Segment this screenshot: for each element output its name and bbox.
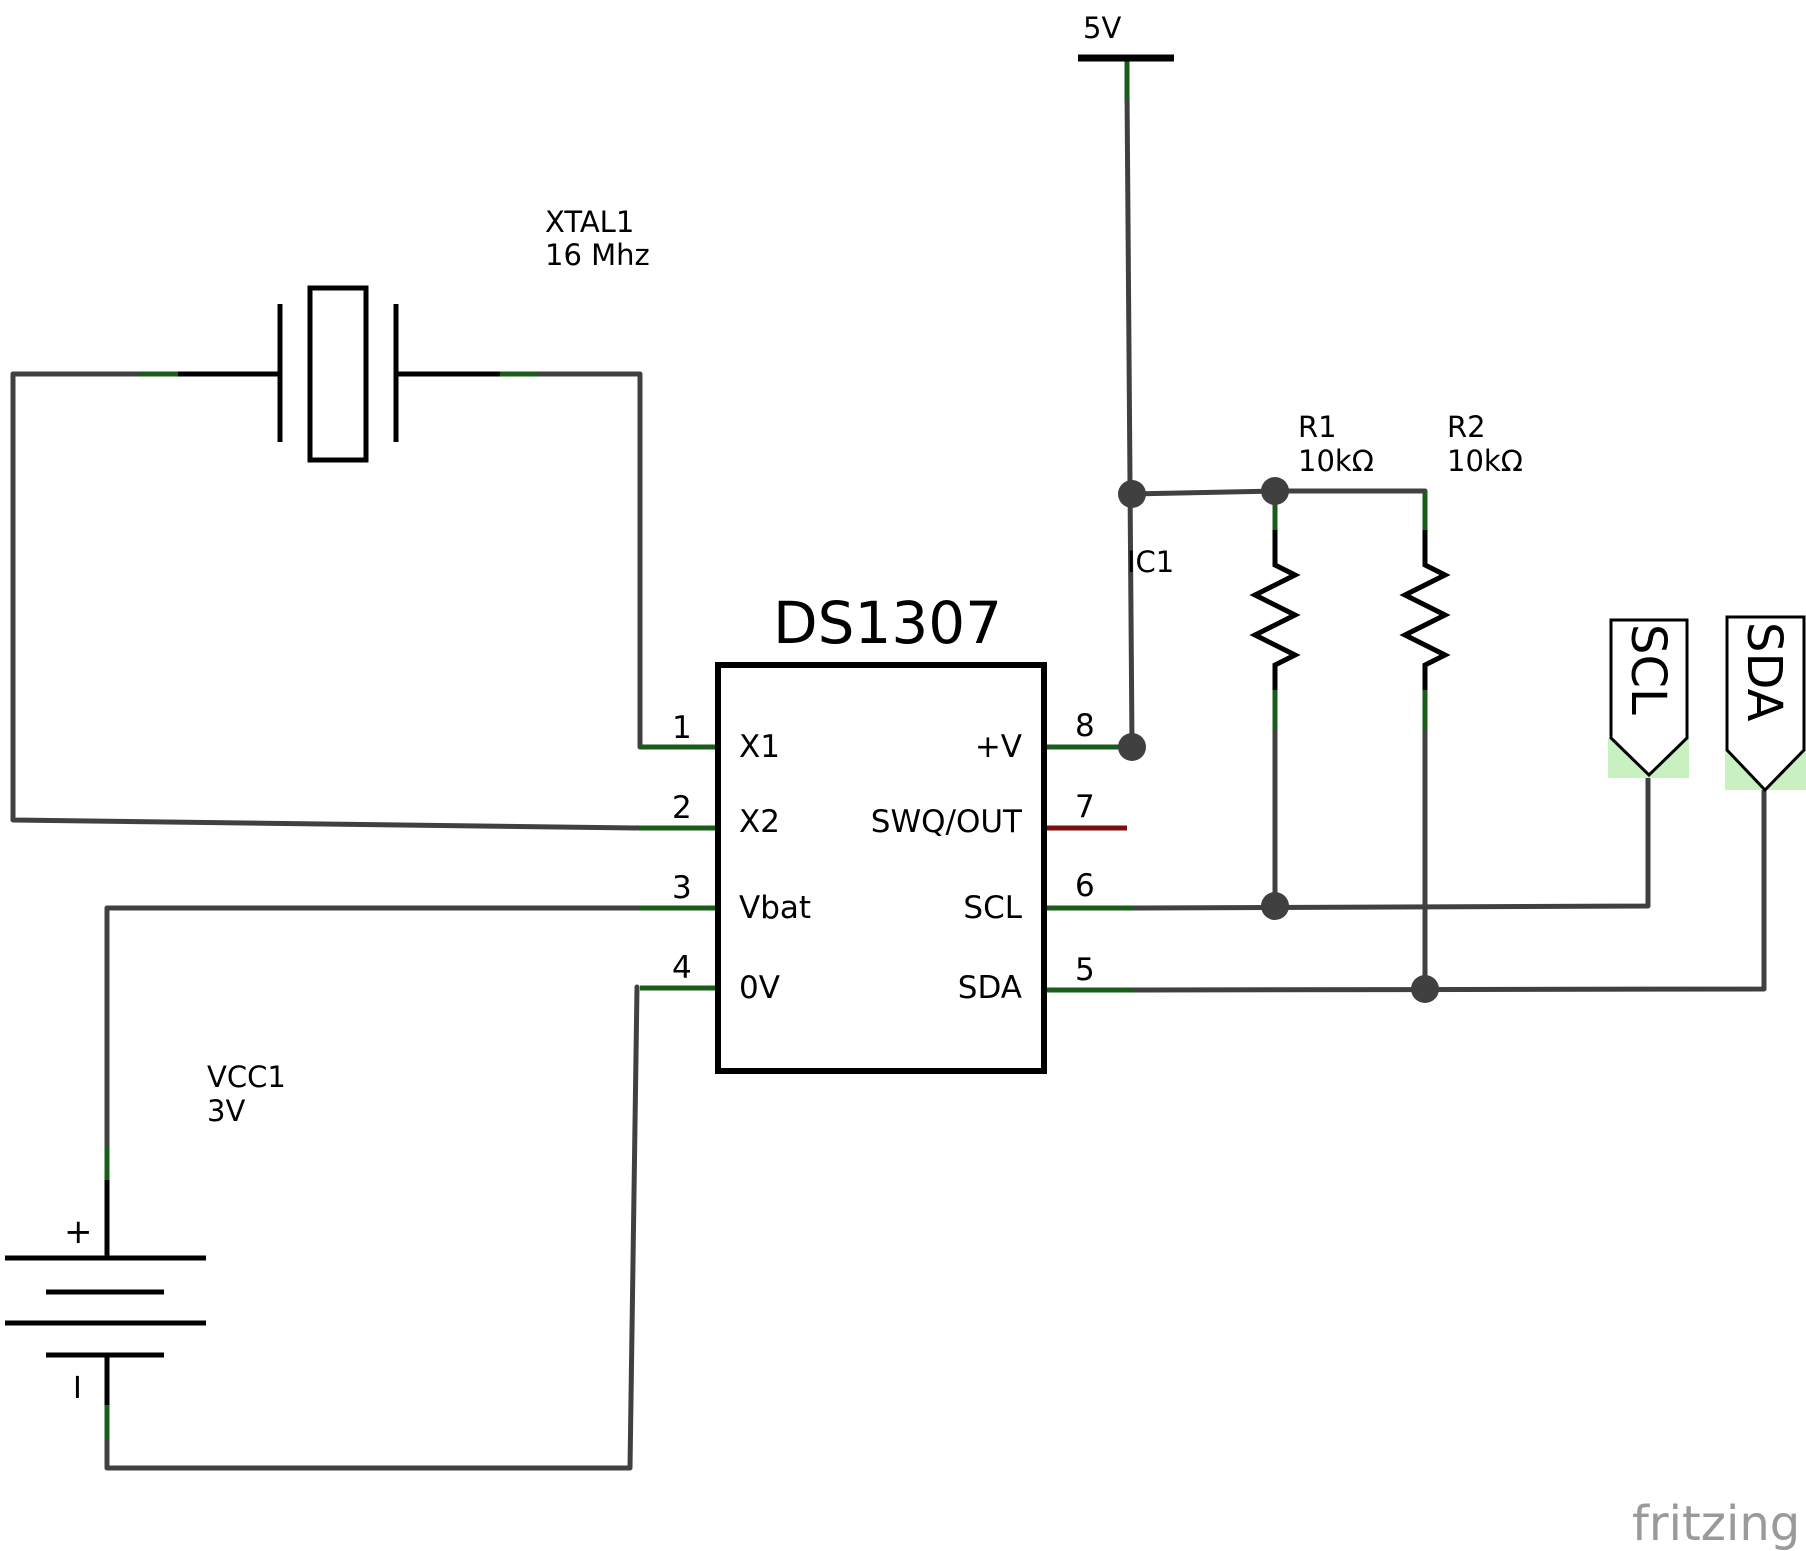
net-label-sda: SDA bbox=[1725, 615, 1806, 793]
wire-sda-net bbox=[1130, 787, 1767, 993]
pin-number: 1 bbox=[672, 710, 692, 746]
scl-flag bbox=[1609, 618, 1689, 778]
supply-5v: 5V bbox=[1078, 11, 1174, 62]
battery-minus-label: I bbox=[73, 1371, 82, 1406]
battery-value: 3V bbox=[207, 1094, 245, 1128]
sda-flag bbox=[1725, 615, 1806, 793]
battery-vcc1: + I VCC1 3V bbox=[5, 1060, 286, 1406]
net-label-scl: SCL bbox=[1608, 618, 1689, 778]
pin-stubs bbox=[104, 58, 1428, 1440]
pin-name: SCL bbox=[963, 890, 1022, 926]
sda-flag-text: SDA bbox=[1736, 622, 1792, 722]
junction-pin8 bbox=[1118, 733, 1146, 761]
junction-r1-top bbox=[1261, 477, 1289, 505]
pin-number: 2 bbox=[672, 790, 692, 826]
r2-value: 10kΩ bbox=[1447, 444, 1523, 478]
junction-scl bbox=[1261, 892, 1289, 920]
wire-5v-rail bbox=[1124, 87, 1135, 748]
pin-name: SWQ/OUT bbox=[871, 804, 1023, 840]
pin-name: X1 bbox=[739, 729, 780, 765]
pin-number: 4 bbox=[672, 950, 692, 986]
wire-scl-net bbox=[1130, 772, 1651, 911]
wires bbox=[10, 87, 1767, 1471]
ic-part-name: DS1307 bbox=[773, 589, 1002, 657]
ic-ds1307: DS1307 IC1 1 X1 2 X2 3 Vbat 4 0V 8 +V 7 … bbox=[672, 545, 1174, 1074]
junction-sda bbox=[1411, 975, 1439, 1003]
crystal-xtal1: XTAL1 16 Mhz bbox=[178, 205, 650, 463]
pin-number: 8 bbox=[1075, 708, 1095, 744]
pin-number: 7 bbox=[1075, 789, 1095, 825]
r1-value: 10kΩ bbox=[1298, 444, 1374, 478]
pin-number: 3 bbox=[672, 870, 692, 906]
wire-xtal-left bbox=[10, 371, 643, 831]
xtal-value: 16 Mhz bbox=[545, 238, 650, 272]
pin-name: Vbat bbox=[739, 890, 811, 926]
r1-ref: R1 bbox=[1298, 410, 1337, 444]
supply-label: 5V bbox=[1083, 11, 1121, 45]
xtal-ref: XTAL1 bbox=[545, 205, 634, 239]
r2-zigzag bbox=[1399, 530, 1451, 690]
pin-name: SDA bbox=[958, 970, 1022, 1006]
xtal-body bbox=[307, 285, 369, 463]
pin-name: +V bbox=[975, 729, 1022, 765]
junction-5v-bus bbox=[1118, 480, 1146, 508]
r2-ref: R2 bbox=[1447, 410, 1486, 444]
ic-body bbox=[715, 662, 1047, 1074]
battery-ref: VCC1 bbox=[207, 1060, 286, 1094]
pin-name: X2 bbox=[739, 804, 780, 840]
pin-name: 0V bbox=[739, 970, 780, 1006]
r1-zigzag bbox=[1249, 530, 1301, 690]
junctions bbox=[1118, 477, 1439, 1003]
wire-vbat bbox=[104, 905, 643, 1148]
scl-flag-text: SCL bbox=[1620, 624, 1676, 715]
pin-number: 5 bbox=[1075, 952, 1095, 988]
fritzing-watermark: fritzing bbox=[1632, 1496, 1800, 1551]
resistor-r1: R1 10kΩ bbox=[1249, 410, 1374, 690]
pin-number: 6 bbox=[1075, 868, 1095, 904]
resistor-r2: R2 10kΩ bbox=[1399, 410, 1523, 690]
wire-gnd bbox=[104, 984, 640, 1471]
battery-plus-label: + bbox=[64, 1212, 93, 1252]
wire-xtal-right bbox=[535, 371, 643, 750]
ic-ref: IC1 bbox=[1127, 545, 1174, 579]
